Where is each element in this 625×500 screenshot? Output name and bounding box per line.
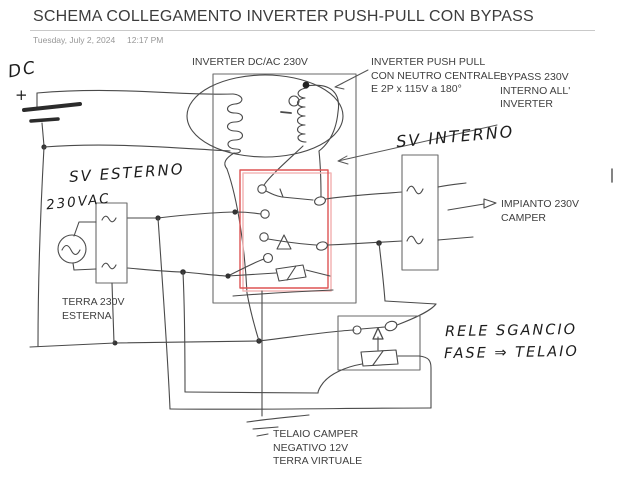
ac-wave-icon <box>102 263 116 269</box>
interno-input-wires <box>326 192 402 246</box>
ac-source-icon <box>58 235 86 263</box>
relay-coil-wires <box>158 218 431 409</box>
impianto-note-line: CAMPER <box>501 211 546 224</box>
bypass-arrow <box>338 125 497 164</box>
push-pull-note-line: INVERTER PUSH PULL <box>371 56 486 68</box>
note-time: 12:17 PM <box>127 35 164 45</box>
telaio-note-line: TERRA VIRTUALE <box>273 455 363 467</box>
annotation-arrows <box>335 70 497 164</box>
ac-wave-icon <box>102 216 116 222</box>
bypass-note-line: INTERNO ALL' <box>500 84 571 97</box>
inverter-box <box>187 74 356 303</box>
bypass-note-line: INVERTER <box>500 98 553 110</box>
sv-esterno-box <box>58 203 127 343</box>
impianto-note-line: IMPIANTO 230V <box>501 198 580 210</box>
bypass-note-line: BYPASS 230V <box>500 71 569 83</box>
pushpull-arrow <box>335 70 368 89</box>
push-pull-note-line: CON NEUTRO CENTRALE <box>371 69 501 82</box>
push-pull-note: INVERTER PUSH PULL CON NEUTRO CENTRALE E… <box>371 56 501 97</box>
page-title: SCHEMA COLLEGAMENTO INVERTER PUSH-PULL C… <box>33 8 534 25</box>
inverter-label: INVERTER DC/AC 230V <box>192 56 308 68</box>
terra-esterna-note: TERRA 230V ESTERNA <box>62 296 124 323</box>
title-rule <box>30 30 595 31</box>
telaio-note-line: NEGATIVO 12V <box>273 441 349 454</box>
ground-icon <box>247 415 309 436</box>
telaio-note-line: TELAIO CAMPER <box>273 428 359 440</box>
impianto-arrow <box>448 204 484 210</box>
terra-esterna-note-line: ESTERNA <box>62 309 112 322</box>
sv-interno-box <box>402 155 496 270</box>
note-date: Tuesday, July 2, 2024 <box>33 35 116 45</box>
fase-tap-wire <box>379 243 436 325</box>
fase-telaio-label: FASE ⇒ TELAIO <box>443 343 579 363</box>
push-pull-note-line: E 2P x 115V a 180° <box>371 83 462 95</box>
ac-wave-icon <box>407 186 423 194</box>
bypass-relay-contacts <box>228 185 333 416</box>
center-tap-dot <box>302 81 310 89</box>
telaio-note: TELAIO CAMPER NEGATIVO 12V TERRA VIRTUAL… <box>273 428 362 469</box>
impianto-note: IMPIANTO 230V CAMPER <box>501 198 579 225</box>
ac-wave-icon <box>407 236 423 244</box>
bypass-relay-highlight <box>240 170 331 291</box>
terra-esterna-note-line: TERRA 230V <box>62 296 125 308</box>
rele-sgancio-label: RELE SGANCIO <box>444 321 578 341</box>
battery-icon <box>24 93 80 150</box>
dc-plus-label: + <box>15 86 30 104</box>
bypass-note: BYPASS 230V INTERNO ALL' INVERTER <box>500 71 570 112</box>
rele-sgancio-box <box>318 316 431 408</box>
esterno-output-wires <box>127 209 264 279</box>
transformer-secondary-coil <box>264 81 339 197</box>
